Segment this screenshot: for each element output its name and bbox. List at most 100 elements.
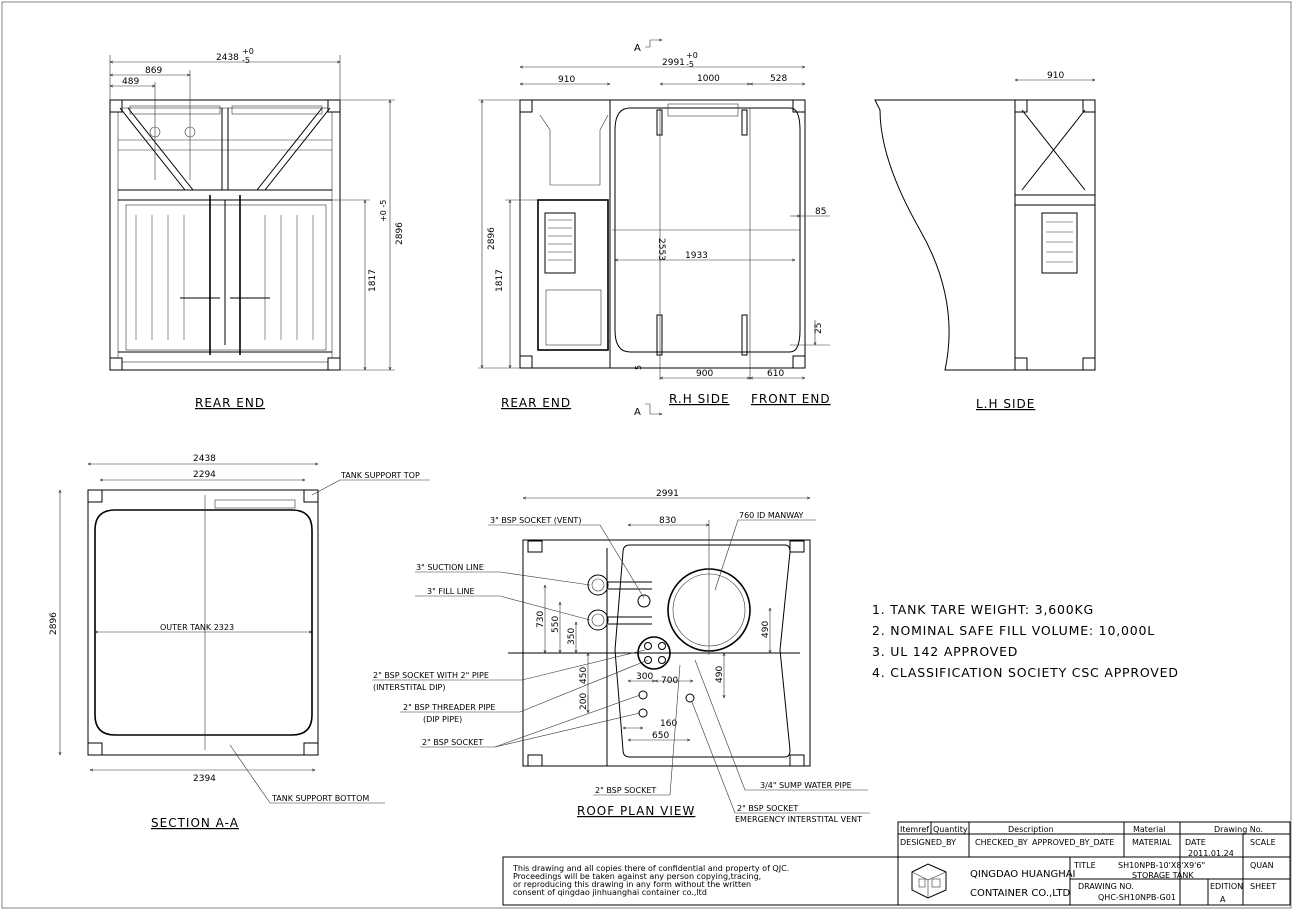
dim-2991: 2991 xyxy=(656,489,679,499)
callout-bsp-socket-bottom: 2" BSP SOCKET xyxy=(595,786,656,795)
header-quantity: Quantity xyxy=(933,825,968,834)
dim-2438: 2438 xyxy=(193,454,216,464)
dim-869: 869 xyxy=(145,66,162,76)
dim-350: 350 xyxy=(567,628,577,645)
company-logo xyxy=(911,863,947,899)
callout-threader-pipe: 2" BSP THREADER PIPE xyxy=(403,703,495,712)
general-notes: 1. TANK TARE WEIGHT: 3,600KG 2. NOMINAL … xyxy=(872,602,1179,680)
dim-200: 200 xyxy=(579,693,589,710)
title-block: Itemref Quantity Description Material Dr… xyxy=(502,821,1291,906)
dim-610: 610 xyxy=(767,369,784,379)
dim-2294: 2294 xyxy=(193,470,216,480)
dim-2553-label: 2553 xyxy=(656,238,666,261)
view-label-rh-side: R.H SIDE xyxy=(669,392,730,406)
dim-490-b: 490 xyxy=(715,666,725,683)
sheet-label: SHEET xyxy=(1250,882,1276,891)
rh-side-view: 2991 +0 -5 910 1000 528 2896 1817 2553 2… xyxy=(478,40,831,418)
dim-160: 160 xyxy=(660,719,677,729)
callout-emergency-vent: EMERGENCY INTERSTITAL VENT xyxy=(735,815,862,824)
company-name-1: QINGDAO HUANGHAI xyxy=(970,869,1076,880)
callout-manway: 760 ID MANWAY xyxy=(739,511,804,520)
view-label-rear-end-2: REAR END xyxy=(501,396,571,410)
designed-by: DESIGNED_BY xyxy=(900,838,956,847)
dim-85: 85 xyxy=(815,207,826,217)
callout-emergency-socket: 2" BSP SOCKET xyxy=(737,804,798,813)
company-name-2: CONTAINER CO.,LTD xyxy=(970,888,1070,899)
disclaimer-line-1: This drawing and all copies there of con… xyxy=(512,864,789,873)
section-marker-a-bottom: A xyxy=(634,407,641,418)
drawing-no-value: QHC-SH10NPB-G01 xyxy=(1098,893,1176,902)
note-3: 3. UL 142 APPROVED xyxy=(872,644,1018,659)
date-label: DATE xyxy=(1185,838,1206,847)
approved-by-date: APPROVED_BY_DATE xyxy=(1032,838,1114,847)
callout-tank-support-top: TANK SUPPORT TOP xyxy=(340,471,420,480)
callout-threader-pipe-sub: (DIP PIPE) xyxy=(423,715,462,724)
date-value: 2011.01.24 xyxy=(1188,849,1234,858)
dim-910: 910 xyxy=(558,75,575,85)
title-value-1: SH10NPB-10'X8'X9'6" xyxy=(1118,861,1205,870)
edition-value: A xyxy=(1220,895,1226,904)
dim-2896: 2896 xyxy=(395,222,405,245)
callout-suction-line: 3" SUCTION LINE xyxy=(416,563,484,572)
dim-730: 730 xyxy=(536,611,546,628)
dim-5: 5 xyxy=(634,365,643,370)
header-itemref: Itemref xyxy=(900,825,929,834)
header-material: Material xyxy=(1133,825,1166,834)
callout-socket-with-pipe-sub: (INTERSTITAL DIP) xyxy=(373,683,446,692)
dim-2438: 2438 xyxy=(216,53,239,63)
dim-2896: 2896 xyxy=(49,612,59,635)
disclaimer-line-3: or reproducing this drawing in any form … xyxy=(513,880,751,889)
title-label: TITLE xyxy=(1073,861,1096,870)
callout-sump-water-pipe: 3/4" SUMP WATER PIPE xyxy=(760,781,852,790)
dim-tol-minus: -5 xyxy=(686,60,694,69)
view-label-lh-side: L.H SIDE xyxy=(976,397,1035,411)
dim-outer-tank: OUTER TANK 2323 xyxy=(160,623,234,632)
material: MATERIAL xyxy=(1132,838,1172,847)
dim-tol-minus: -5 xyxy=(242,56,250,65)
dim-550: 550 xyxy=(551,616,561,633)
dim-2394: 2394 xyxy=(193,774,216,784)
note-2: 2. NOMINAL SAFE FILL VOLUME: 10,000L xyxy=(872,623,1155,638)
note-1: 1. TANK TARE WEIGHT: 3,600KG xyxy=(872,602,1094,617)
section-marker-a-top: A xyxy=(634,43,641,54)
header-description: Description xyxy=(1008,825,1054,834)
rear-end-view-left: 2438 +0 -5 869 489 1817 2896 +0 -5 REAR … xyxy=(110,47,405,410)
callout-vent-socket: 3" BSP SOCKET (VENT) xyxy=(490,516,581,525)
callout-bsp-socket: 2" BSP SOCKET xyxy=(422,738,483,747)
section-a-a-view: OUTER TANK 2323 2438 2294 2394 2896 TANK… xyxy=(49,454,430,830)
roof-plan-view: 2991 830 730 550 350 490 490 450 200 300… xyxy=(372,489,870,824)
dim-2896-tol: +0 -5 xyxy=(379,200,388,222)
edition-label: EDITION xyxy=(1210,882,1243,891)
note-4: 4. CLASSIFICATION SOCIETY CSC APPROVED xyxy=(872,665,1179,680)
view-label-roof-plan: ROOF PLAN VIEW xyxy=(577,804,695,818)
dim-650: 650 xyxy=(652,731,669,741)
lh-side-view: 910 L.H SIDE xyxy=(874,71,1095,411)
dim-2991: 2991 xyxy=(662,58,685,68)
drawing-no-label: DRAWING NO. xyxy=(1078,882,1134,891)
dim-450: 450 xyxy=(579,667,589,684)
header-drawing-no: Drawing No. xyxy=(1214,825,1263,834)
dim-2896: 2896 xyxy=(487,227,497,250)
dim-tol-plus: +0 xyxy=(686,51,698,60)
callout-fill-line: 3" FILL LINE xyxy=(427,587,475,596)
dim-25: 25 xyxy=(814,323,824,334)
dim-489: 489 xyxy=(122,77,139,87)
disclaimer-line-4: consent of qingdao jinhuanghai container… xyxy=(513,888,707,897)
checked-by: CHECKED_BY xyxy=(975,838,1028,847)
quan-label: QUAN xyxy=(1250,861,1274,870)
dim-1817: 1817 xyxy=(368,269,378,292)
disclaimer-line-2: Proceedings will be taken against any pe… xyxy=(513,872,761,881)
dim-1933: 1933 xyxy=(685,251,708,261)
dim-300: 300 xyxy=(636,672,653,682)
dim-490-a: 490 xyxy=(761,621,771,638)
dim-1000: 1000 xyxy=(697,74,720,84)
dim-700: 700 xyxy=(661,676,678,686)
dim-tol-plus: +0 xyxy=(242,47,254,56)
dim-528: 528 xyxy=(770,74,787,84)
view-label-front-end: FRONT END xyxy=(751,392,831,406)
view-label-section-a-a: SECTION A-A xyxy=(151,816,239,830)
callout-socket-with-pipe: 2" BSP SOCKET WITH 2" PIPE xyxy=(373,671,489,680)
dim-910-lh: 910 xyxy=(1047,71,1064,81)
